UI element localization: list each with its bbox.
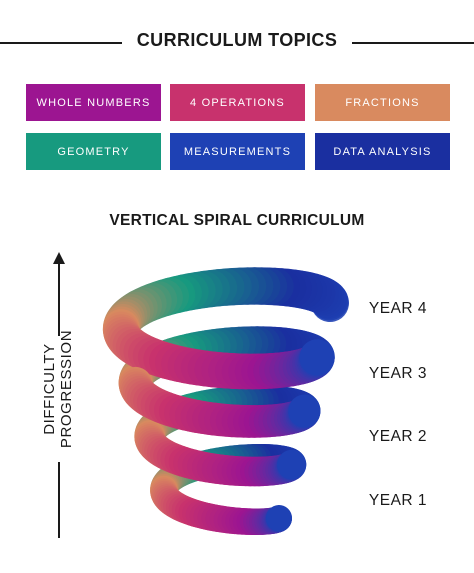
year-label-1: YEAR 1 [368,492,428,509]
diagram-title: VERTICAL SPIRAL CURRICULUM [109,212,365,229]
year-label-2: YEAR 2 [368,428,428,445]
topic-measurements: MEASUREMENTS [170,133,305,170]
header-rule-left [0,42,122,44]
topic-fractions: FRACTIONS [315,84,450,121]
axis-line-top [58,262,60,336]
header-rule-right [352,42,474,44]
topic-data-analysis: DATA ANALYSIS [315,133,450,170]
year-label-4: YEAR 4 [368,300,428,317]
spiral-coil [102,267,349,536]
page-title: CURRICULUM TOPICS [136,30,338,50]
topic-4-operations: 4 OPERATIONS [170,84,305,121]
topic-whole-numbers: WHOLE NUMBERS [26,84,161,121]
axis-line-bottom [58,462,60,538]
arrow-up-icon [53,252,65,264]
year-label-3: YEAR 3 [368,365,428,382]
topic-geometry: GEOMETRY [26,133,161,170]
